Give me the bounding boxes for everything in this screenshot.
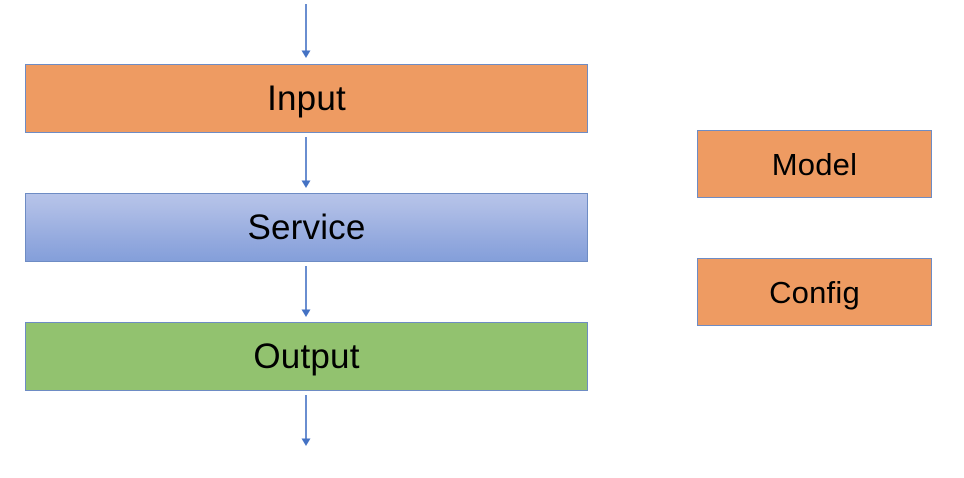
down-arrow-icon [301,4,311,58]
connector-arrow-input-to-service [291,137,321,190]
down-arrow-icon [301,266,311,317]
node-service-label: Service [247,208,366,247]
node-model[interactable]: Model [697,130,932,198]
node-input-label: Input [267,79,346,118]
node-service[interactable]: Service [25,193,588,262]
node-output-label: Output [253,337,360,376]
down-arrow-icon [301,137,311,188]
node-model-label: Model [771,146,858,182]
connector-arrow-service-to-output [291,266,321,319]
node-input[interactable]: Input [25,64,588,133]
down-arrow-icon [301,395,311,446]
connector-arrow-into-input [291,4,321,60]
node-config[interactable]: Config [697,258,932,326]
connector-arrow-out-of-output [291,395,321,448]
node-config-label: Config [769,274,860,310]
node-output[interactable]: Output [25,322,588,391]
